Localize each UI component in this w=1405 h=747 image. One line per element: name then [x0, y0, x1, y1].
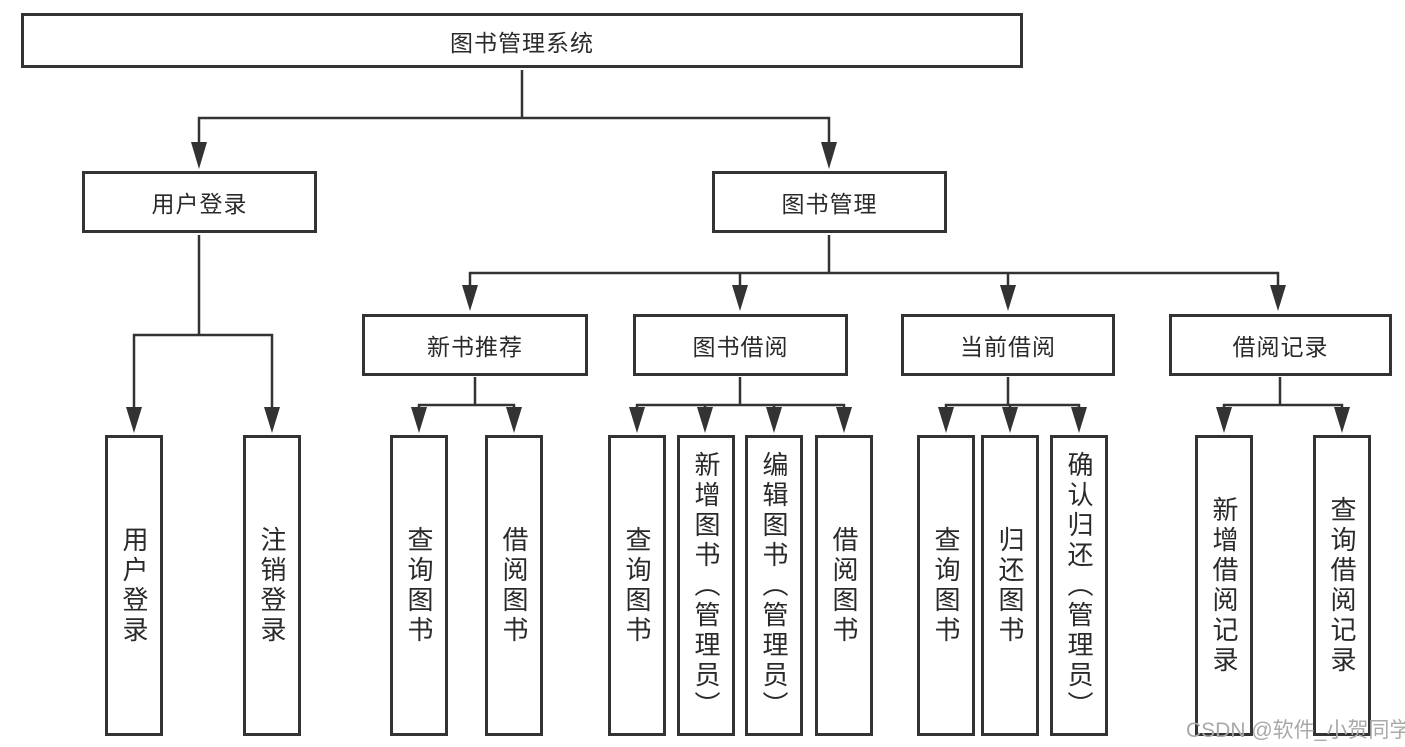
arrowhead	[629, 407, 645, 433]
node-bb-edit-book-admin: 编辑图书（管理员）	[745, 435, 803, 736]
arrowhead	[821, 142, 837, 169]
node-cb-confirm-return-admin: 确认归还（管理员）	[1050, 435, 1108, 736]
arrowhead	[1071, 407, 1087, 433]
node-book-borrowing: 图书借阅	[633, 314, 848, 376]
arrowhead	[1002, 407, 1018, 433]
node-book-borrowing-label: 图书借阅	[692, 334, 789, 360]
node-bb-add-book-admin-label: 新增图书（管理员）	[691, 450, 721, 721]
node-bb-edit-book-admin-label: 编辑图书（管理员）	[759, 450, 789, 721]
arrowhead	[411, 407, 427, 433]
node-bb-borrow-book: 借阅图书	[815, 435, 873, 736]
node-bb-query-book-label: 查询图书	[622, 525, 652, 646]
node-book-management: 图书管理	[712, 171, 947, 233]
node-book-management-label: 图书管理	[781, 191, 878, 217]
node-cb-query-book: 查询图书	[917, 435, 975, 736]
node-borrowing-records: 借阅记录	[1169, 314, 1392, 376]
node-nb-query-book-label: 查询图书	[404, 525, 434, 646]
arrowhead	[938, 407, 954, 433]
node-br-query-record-label: 查询借阅记录	[1327, 495, 1357, 676]
node-nb-borrow-book: 借阅图书	[485, 435, 543, 736]
node-user-login-label: 用户登录	[151, 191, 248, 217]
node-root-label: 图书管理系统	[450, 29, 594, 56]
node-nb-query-book: 查询图书	[390, 435, 448, 736]
node-login-label: 用户登录	[119, 525, 149, 646]
node-user-login: 用户登录	[82, 171, 317, 233]
arrowhead	[462, 285, 478, 311]
arrowhead	[264, 407, 280, 433]
node-nb-borrow-book-label: 借阅图书	[499, 525, 529, 646]
csdn-watermark: CSDN @软件_小贺同学	[1186, 719, 1405, 742]
node-logout: 注销登录	[243, 435, 301, 736]
arrowhead	[506, 407, 522, 433]
node-current-borrowing-label: 当前借阅	[960, 334, 1056, 360]
node-login: 用户登录	[105, 435, 163, 736]
node-new-book-recommend: 新书推荐	[362, 314, 588, 376]
arrowhead	[1270, 285, 1286, 311]
arrowhead	[766, 407, 782, 433]
arrowhead	[1334, 407, 1350, 433]
arrowhead	[697, 407, 713, 433]
node-root: 图书管理系统	[21, 13, 1023, 68]
node-logout-label: 注销登录	[257, 525, 287, 646]
node-cb-return-book: 归还图书	[981, 435, 1039, 736]
arrowhead	[732, 285, 748, 311]
node-br-add-record: 新增借阅记录	[1195, 435, 1253, 736]
node-bb-query-book: 查询图书	[608, 435, 666, 736]
node-new-book-recommend-label: 新书推荐	[427, 334, 523, 360]
node-cb-confirm-return-admin-label: 确认归还（管理员）	[1064, 450, 1094, 721]
node-cb-query-book-label: 查询图书	[931, 525, 961, 646]
arrowhead	[836, 407, 852, 433]
arrowhead	[1000, 285, 1016, 311]
arrowhead	[126, 407, 142, 433]
arrowhead	[191, 142, 207, 169]
node-borrowing-records-label: 借阅记录	[1232, 334, 1329, 360]
arrowheads	[126, 142, 1350, 433]
node-bb-add-book-admin: 新增图书（管理员）	[677, 435, 735, 736]
node-bb-borrow-book-label: 借阅图书	[829, 525, 859, 646]
node-current-borrowing: 当前借阅	[901, 314, 1115, 376]
node-cb-return-book-label: 归还图书	[995, 525, 1025, 646]
node-br-query-record: 查询借阅记录	[1313, 435, 1371, 736]
node-br-add-record-label: 新增借阅记录	[1209, 495, 1239, 676]
arrowhead	[1216, 407, 1232, 433]
